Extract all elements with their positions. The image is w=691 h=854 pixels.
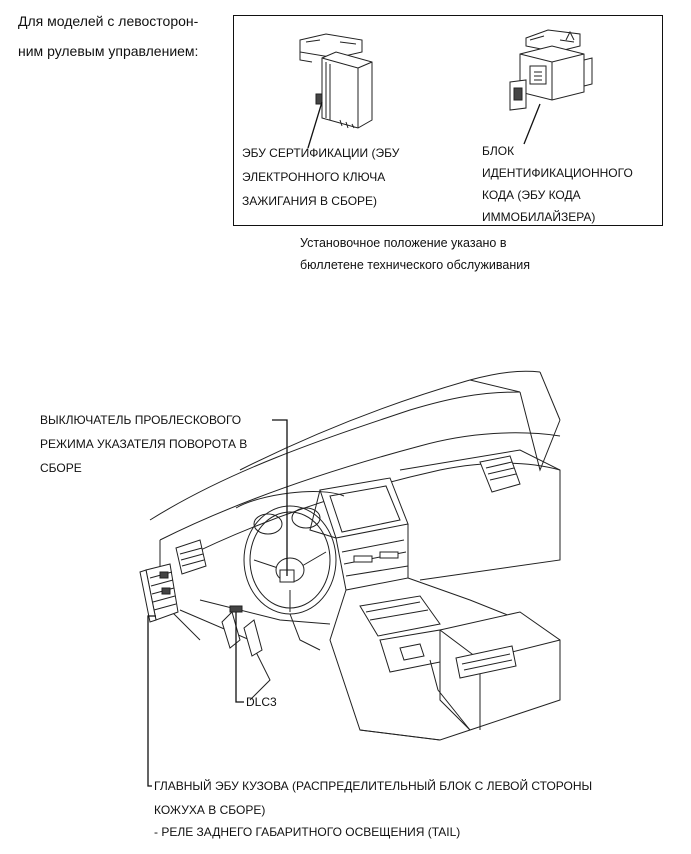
main-body-ecu-label-line1: ГЛАВНЫЙ ЭБУ КУЗОВА (РАСПРЕДЕЛИТЕЛЬНЫЙ БЛ… <box>154 779 593 793</box>
dlc3-label: DLC3 <box>246 695 277 709</box>
id-code-label-line3: КОДА (ЭБУ КОДА <box>482 188 581 202</box>
ecu-certification-drawing <box>299 33 373 129</box>
install-note-line2: бюллетене технического обслуживания <box>300 258 530 272</box>
ecu-certification-label-line3: ЗАЖИГАНИЯ В СБОРЕ) <box>242 194 378 208</box>
lhd-note-line1: Для моделей с левосторон- <box>18 13 199 29</box>
ecu-certification-label-line2: ЭЛЕКТРОННОГО КЛЮЧА <box>242 170 386 184</box>
id-code-label-line1: БЛОК <box>482 144 515 158</box>
id-code-label-line4: ИММОБИЛАЙЗЕРА) <box>482 210 596 224</box>
ecu-certification-label-line1: ЭБУ СЕРТИФИКАЦИИ (ЭБУ <box>242 146 400 160</box>
hazard-switch-label-line2: РЕЖИМА УКАЗАТЕЛЯ ПОВОРОТА В <box>40 437 248 451</box>
lhd-note-line2: ним рулевым управлением: <box>18 43 199 59</box>
immobilizer-ecu-drawing <box>509 29 593 111</box>
hazard-switch-label-line1: ВЫКЛЮЧАТЕЛЬ ПРОБЛЕСКОВОГО <box>40 413 242 427</box>
component-location-box <box>233 15 663 226</box>
hazard-switch-label-line3: СБОРЕ <box>40 461 82 475</box>
dashboard-drawing <box>139 370 561 741</box>
install-note-line1: Установочное положение указано в <box>300 236 507 250</box>
main-body-ecu-label-line3: - РЕЛЕ ЗАДНЕГО ГАБАРИТНОГО ОСВЕЩЕНИЯ (TA… <box>154 825 461 839</box>
main-body-ecu-label-line2: КОЖУХА В СБОРЕ) <box>154 803 266 817</box>
id-code-label-line2: ИДЕНТИФИКАЦИОННОГО <box>482 166 633 180</box>
